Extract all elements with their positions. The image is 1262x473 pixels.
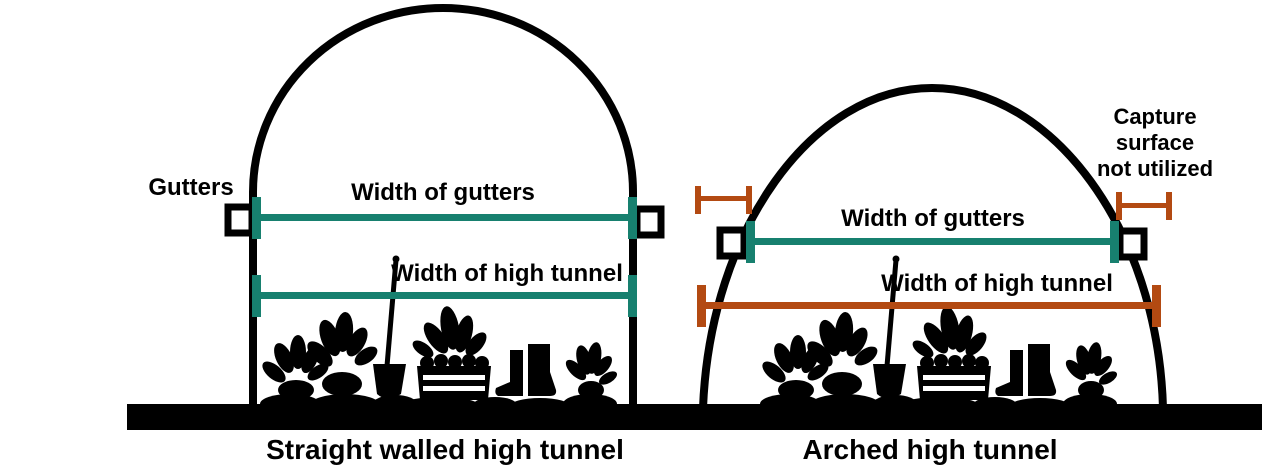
- capture-note-line2: surface: [1116, 130, 1194, 155]
- capture-note-line3: not utilized: [1097, 156, 1213, 181]
- capture-surface-note: Capture surface not utilized: [1097, 104, 1213, 181]
- left-gutter: [224, 203, 256, 237]
- width-of-gutters-label: Width of gutters: [351, 179, 535, 206]
- straight-tunnel-caption: Straight walled high tunnel: [266, 434, 624, 465]
- width-of-high-tunnel-label: Width of high tunnel: [391, 260, 623, 287]
- arched-tunnel-caption: Arched high tunnel: [802, 434, 1057, 465]
- capture-surface-measure-right: [1116, 192, 1172, 220]
- capture-surface-measure-left: [695, 186, 752, 214]
- gutter-width-measure: [746, 221, 1119, 263]
- gutter-width-measure: [252, 197, 637, 239]
- gutters-label: Gutters: [148, 174, 233, 201]
- capture-note-line1: Capture: [1113, 104, 1196, 129]
- right-gutter: [1116, 227, 1148, 261]
- straight-tunnel-outline: [249, 4, 637, 408]
- tunnel-width-measure: [697, 285, 1161, 327]
- tunnel-width-measure: [252, 275, 637, 317]
- width-of-gutters-label: Width of gutters: [841, 205, 1025, 232]
- right-gutter: [633, 205, 665, 239]
- width-of-high-tunnel-label: Width of high tunnel: [881, 270, 1113, 297]
- ground-bar: [127, 404, 1262, 430]
- straight-walled-tunnel: Gutters Width of gutters Width of high t…: [148, 4, 665, 416]
- arched-tunnel: Width of gutters Width of high tunnel Ca…: [695, 83, 1213, 416]
- left-gutter: [716, 226, 748, 260]
